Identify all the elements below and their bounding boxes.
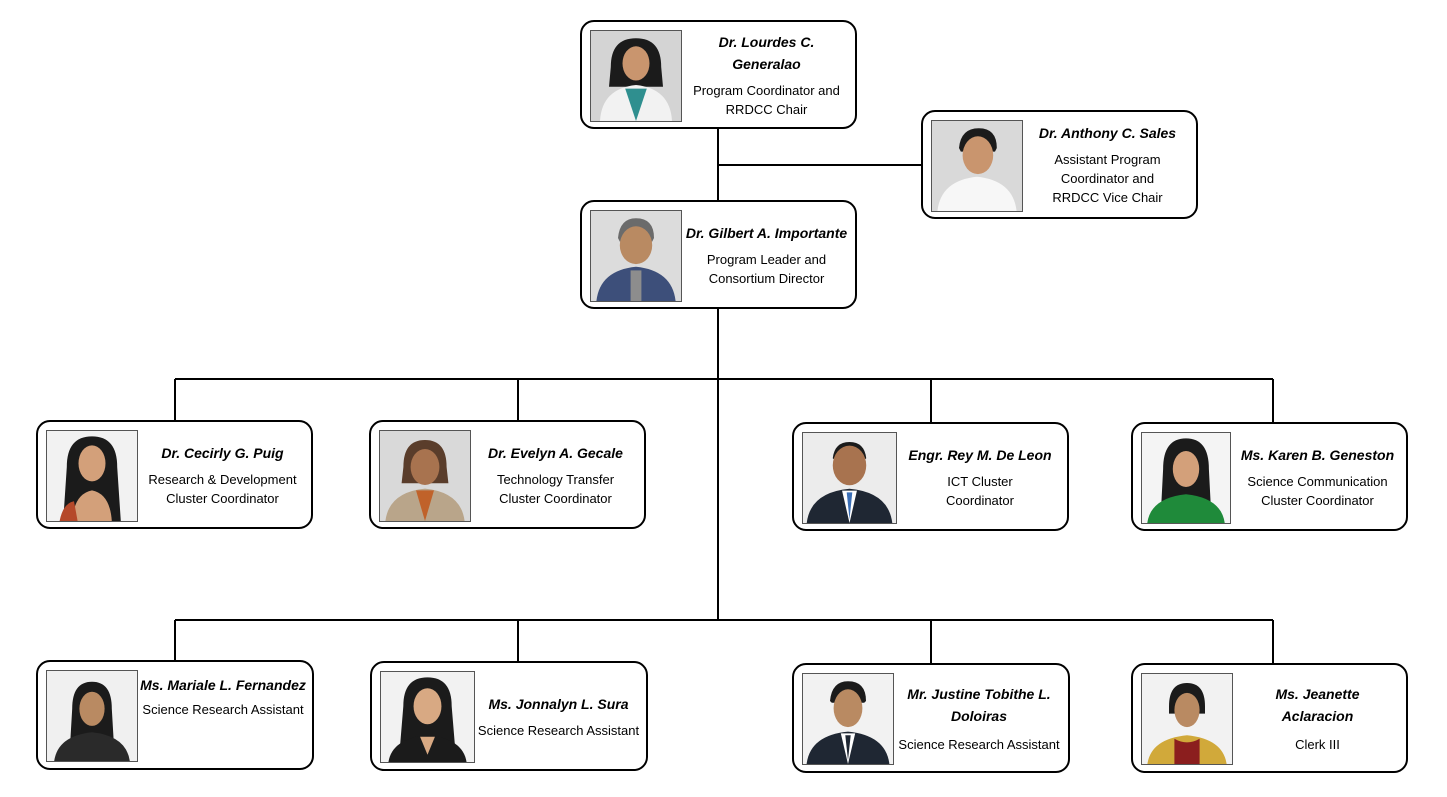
photo-geneston bbox=[1141, 432, 1231, 524]
photo-generalao bbox=[590, 30, 682, 122]
person-name: Ms. Jonnalyn L. Sura bbox=[488, 695, 629, 712]
photo-deleon bbox=[802, 432, 897, 524]
photo-doloiras bbox=[802, 673, 894, 765]
person-role: Research & Development Cluster Coordinat… bbox=[148, 471, 297, 506]
card-fernandez: Ms. Mariale L. Fernandez Science Researc… bbox=[36, 660, 314, 770]
person-role: ICT Cluster Coordinator bbox=[946, 473, 1014, 508]
photo-puig bbox=[46, 430, 138, 522]
person-role: Science Research Assistant bbox=[477, 722, 640, 738]
photo-importante bbox=[590, 210, 682, 302]
card-puig: Dr. Cecirly G. Puig Research & Developme… bbox=[36, 420, 313, 529]
person-role: Science Research Assistant bbox=[142, 702, 304, 717]
person-name: Mr. Justine Tobithe L. Doloiras bbox=[907, 685, 1051, 724]
photo-aclaracion bbox=[1141, 673, 1233, 765]
person-name: Ms. Jeanette Aclaracion bbox=[1275, 685, 1360, 724]
person-role: Technology Transfer Cluster Coordinator bbox=[496, 471, 615, 506]
person-name: Dr. Cecirly G. Puig bbox=[161, 444, 284, 461]
card-gecale: Dr. Evelyn A. Gecale Technology Transfer… bbox=[369, 420, 646, 529]
card-doloiras: Mr. Justine Tobithe L. Doloiras Science … bbox=[792, 663, 1070, 773]
person-name: Dr. Lourdes C. Generalao bbox=[718, 33, 815, 72]
person-role: Program Coordinator and RRDCC Chair bbox=[693, 82, 840, 117]
person-name: Engr. Rey M. De Leon bbox=[908, 446, 1052, 463]
photo-sura bbox=[380, 671, 475, 763]
person-role: Program Leader and Consortium Director bbox=[706, 251, 827, 286]
photo-gecale bbox=[379, 430, 471, 522]
card-generalao: Dr. Lourdes C. Generalao Program Coordin… bbox=[580, 20, 857, 129]
person-name: Ms. Karen B. Geneston bbox=[1240, 446, 1395, 463]
card-importante: Dr. Gilbert A. Importante Program Leader… bbox=[580, 200, 857, 309]
person-role: Assistant Program Coordinator and RRDCC … bbox=[1052, 152, 1163, 205]
person-name: Dr. Gilbert A. Importante bbox=[685, 224, 848, 241]
card-deleon: Engr. Rey M. De Leon ICT Cluster Coordin… bbox=[792, 422, 1069, 531]
person-name: Dr. Evelyn A. Gecale bbox=[488, 444, 623, 461]
card-aclaracion: Ms. Jeanette Aclaracion Clerk III bbox=[1131, 663, 1408, 773]
person-name: Ms. Mariale L. Fernandez bbox=[140, 677, 306, 693]
card-geneston: Ms. Karen B. Geneston Science Communicat… bbox=[1131, 422, 1408, 531]
photo-fernandez bbox=[46, 670, 138, 762]
card-sura: Ms. Jonnalyn L. Sura Science Research As… bbox=[370, 661, 648, 771]
card-sales: Dr. Anthony C. Sales Assistant Program C… bbox=[921, 110, 1198, 219]
photo-sales bbox=[931, 120, 1023, 212]
person-role: Science Communication Cluster Coordinato… bbox=[1247, 473, 1388, 508]
person-role: Clerk III bbox=[1295, 736, 1340, 752]
person-role: Science Research Assistant bbox=[898, 736, 1060, 752]
person-name: Dr. Anthony C. Sales bbox=[1038, 125, 1177, 141]
